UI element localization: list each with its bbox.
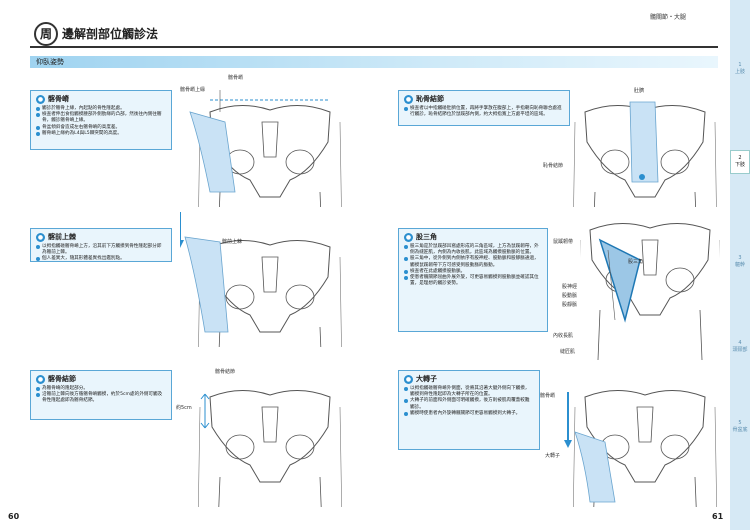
tab-label: 軀幹 bbox=[730, 262, 750, 269]
box-title: 恥骨結節 bbox=[416, 94, 444, 104]
page-title: 邊解剖部位觸診法 bbox=[62, 25, 158, 42]
subsection-title: 仰臥姿勢 bbox=[36, 57, 64, 67]
bullet-item: 檢查者伸出食指觸摸腰部外側肋緣的凸部，然後往內側往髂骨，觸診髂骨嵴上緣。 bbox=[36, 112, 166, 124]
chapter-circle-badge: 周 bbox=[34, 22, 58, 46]
figure-label: 髂骨嵴 bbox=[540, 392, 555, 399]
box-title: 髂前上棘 bbox=[48, 232, 76, 242]
pelvis-illustration-femoral-triangle bbox=[580, 210, 720, 360]
figure-label: 鼠蹊韌帶 bbox=[553, 238, 573, 245]
tab-number: 3 bbox=[730, 255, 750, 262]
tab-number: 2 bbox=[731, 155, 749, 162]
tab-label: 頭頸部 bbox=[730, 347, 750, 354]
pelvis-illustration-iliac-tubercle bbox=[180, 372, 350, 507]
bullet-item: 個人差異大，隨其形體差異找出鑑別點。 bbox=[36, 256, 166, 262]
header-rule bbox=[30, 46, 718, 48]
pelvis-illustration-iliac-crest bbox=[180, 82, 350, 207]
tab-number: 1 bbox=[730, 62, 750, 69]
figure-label: 髂骨結節 bbox=[215, 368, 235, 375]
figure-label: 約5cm bbox=[176, 404, 192, 411]
figure-label: 髂骨嵴 bbox=[228, 74, 243, 81]
tab-label: 下肢 bbox=[731, 162, 749, 169]
box-title: 大轉子 bbox=[416, 374, 437, 384]
info-box-greater-trochanter: ●大轉子 以拇指觸碰髂骨嵴外側面，從將其沿著大腿外側向下觸摸，觸摸到骨性隆起即為… bbox=[398, 370, 540, 450]
bullet-circle-icon: ● bbox=[404, 95, 413, 104]
running-head: 髖關節・大腿 bbox=[650, 12, 686, 21]
bullet-circle-icon: ● bbox=[36, 375, 45, 384]
pelvis-illustration-pubic-tubercle bbox=[570, 82, 720, 207]
box-title: 髂骨嵴 bbox=[48, 94, 69, 104]
bullet-circle-icon: ● bbox=[36, 233, 45, 242]
pelvis-illustration-asis bbox=[180, 212, 350, 347]
bullet-item: 以拇指觸碰髂骨嵴外側面，從將其沿著大腿外側向下觸摸，觸摸到骨性隆起即為大轉子所在… bbox=[404, 386, 534, 398]
box-title: 髂骨結節 bbox=[48, 374, 76, 384]
figure-label: 內收長肌 bbox=[553, 332, 573, 339]
tab-label: 上肢 bbox=[730, 69, 750, 76]
page-number-right: 61 bbox=[712, 512, 723, 521]
figure-label: 髂前上棘 bbox=[222, 238, 242, 245]
info-box-asis: ●髂前上棘 以拇指觸碰髂骨嵴上方，沿其前下方觸摸到骨性隆起部分即為髂前上棘。 個… bbox=[30, 228, 172, 262]
bullet-item: 觸摸時使患者內外旋轉髖關節可更容易觸摸到大轉子。 bbox=[404, 411, 534, 417]
tab-number: 4 bbox=[730, 340, 750, 347]
bullet-item: 檢查者以中指觸碰肚臍位置，再將手掌放在腹部上，手指朝向恥骨聯合處進行觸診，恥骨結… bbox=[404, 106, 564, 118]
info-box-femoral-triangle: ●股三角 股三角是於鼠蹊部凹窩處形成的三角區域，上方為鼠蹊韌帶，外側為縫匠肌，內… bbox=[398, 228, 548, 332]
bullet-item: 以拇指觸碰髂骨嵴上方，沿其前下方觸摸到骨性隆起部分即為髂前上棘。 bbox=[36, 244, 166, 256]
info-box-iliac-crest: ●髂骨嵴 觸診於髂骨上緣，內起點的骨性隆起處。 檢查者伸出食指觸摸腰部外側肋緣的… bbox=[30, 90, 172, 150]
figure-label: 縫匠肌 bbox=[560, 348, 575, 355]
figure-label: 股靜脈 bbox=[562, 301, 577, 308]
bullet-item: 使患者髖關節屈曲外展外旋，可更容易觸摸到股動脈並確認其位置，是理想的觸診姿勢。 bbox=[404, 275, 542, 287]
bullet-item: 髂骨嵴上緣約為L4與L5棘突間的高度。 bbox=[36, 131, 166, 137]
tab-label: 骨盆底 bbox=[730, 427, 750, 434]
page-number-left: 60 bbox=[8, 512, 19, 521]
figure-label: 恥骨結節 bbox=[543, 162, 563, 169]
figure-label: 股動脈 bbox=[562, 292, 577, 299]
figure-label: 髂骨嵴上緣 bbox=[180, 86, 205, 93]
info-box-iliac-tubercle: ●髂骨結節 為髂骨嵴的隆起部分。 沿髂前上棘向後方循髂骨嵴觸摸，約於5cm處的外… bbox=[30, 370, 172, 420]
box-title: 股三角 bbox=[416, 232, 437, 242]
bullet-item: 股三角是於鼠蹊部凹窩處形成的三角區域，上方為鼠蹊韌帶，外側為縫匠肌，內側為內收長… bbox=[404, 244, 542, 256]
figure-label: 肚臍 bbox=[634, 87, 644, 94]
bullet-circle-icon: ● bbox=[36, 95, 45, 104]
bullet-circle-icon: ● bbox=[404, 233, 413, 242]
subsection-bar bbox=[30, 56, 718, 68]
bullet-item: 沿髂前上棘向後方循髂骨嵴觸摸，約於5cm處的外側可觸及骨性隆起處即為髂骨結節。 bbox=[36, 392, 166, 404]
bullet-item: 股三角中，從外側到內側依序有股神經、股動脈和股靜脈通過，觸摸鼠蹊韌帶下方可感受到… bbox=[404, 256, 542, 268]
bullet-circle-icon: ● bbox=[404, 375, 413, 384]
info-box-pubic-tubercle: ●恥骨結節 檢查者以中指觸碰肚臍位置，再將手掌放在腹部上，手指朝向恥骨聯合處進行… bbox=[398, 90, 570, 126]
pelvis-illustration-greater-trochanter bbox=[560, 372, 720, 507]
figure-label: 大轉子 bbox=[545, 452, 560, 459]
figure-label: 股神經 bbox=[562, 283, 577, 290]
bullet-item: 大轉子的前面和外側面可明確觸摸，後方則被肌肉覆蓋較難觸診。 bbox=[404, 398, 534, 410]
figure-label: 股三角 bbox=[628, 258, 643, 265]
tab-number: 5 bbox=[730, 420, 750, 427]
